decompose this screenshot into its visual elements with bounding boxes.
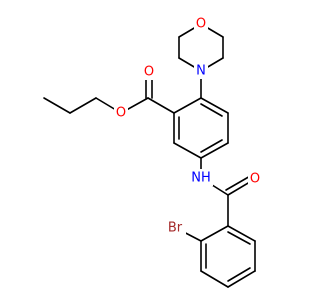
bond — [69, 97, 97, 114]
atom-labels: O N O O NH O Br — [114, 15, 262, 236]
bond — [227, 270, 256, 288]
bond — [43, 97, 71, 114]
morpholine-nitrogen-label: N — [196, 64, 206, 79]
bond — [173, 97, 202, 114]
bromine-label: Br — [168, 221, 183, 236]
morpholine-oxygen-label: O — [196, 17, 206, 32]
bond — [227, 225, 256, 242]
bond — [200, 139, 223, 153]
bond — [200, 270, 229, 288]
bond — [225, 174, 253, 191]
bond — [200, 142, 229, 159]
bond — [200, 97, 229, 114]
ester-oxygen-label: O — [116, 106, 126, 121]
structure-diagram: O N O O NH O Br — [43, 15, 262, 288]
bond — [173, 142, 202, 159]
bond — [200, 103, 223, 117]
bond — [147, 97, 175, 114]
bond — [227, 267, 251, 282]
amide-oxygen-label: O — [250, 172, 260, 187]
carbonyl-oxygen-label: O — [144, 65, 154, 80]
amide-nh-label: NH — [191, 171, 211, 186]
bond — [200, 225, 229, 242]
bond — [227, 231, 251, 245]
